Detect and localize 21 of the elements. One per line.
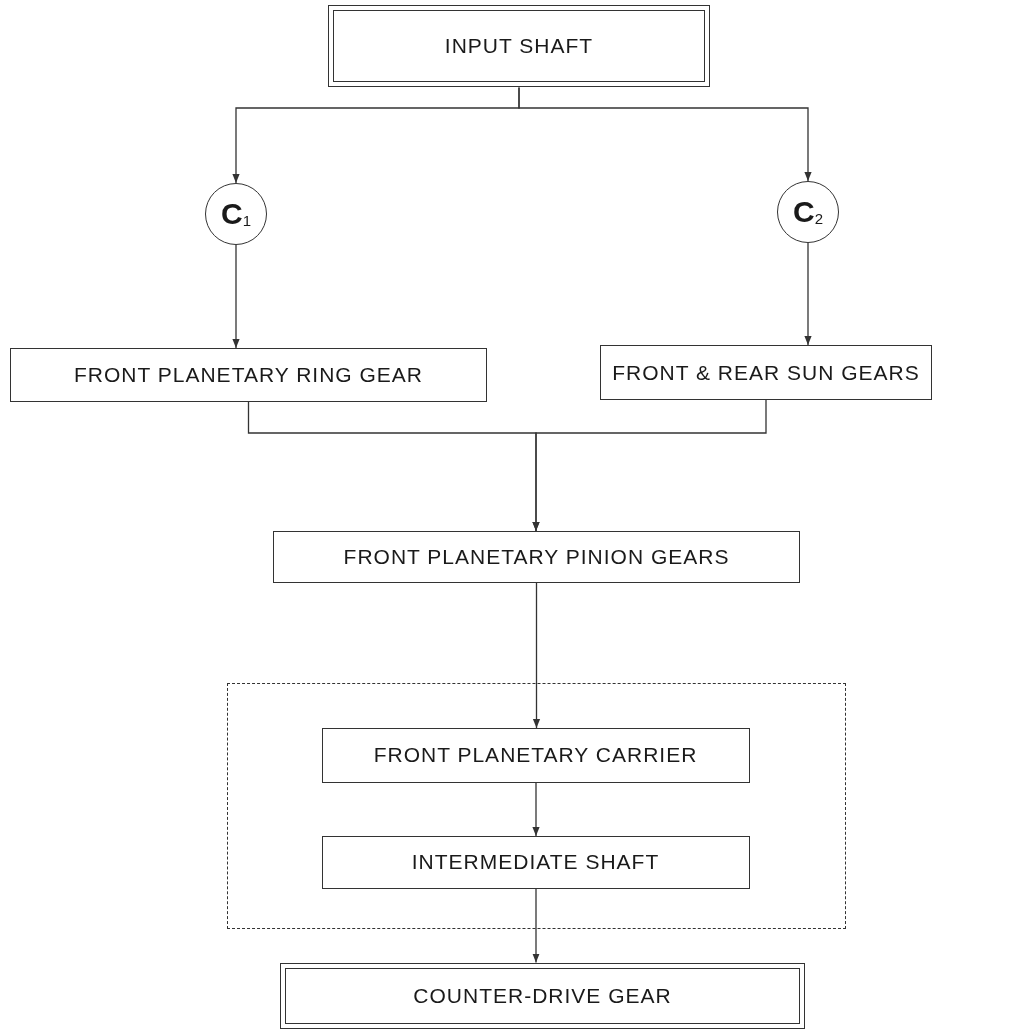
arrow [232,244,240,349]
process-box [600,345,932,400]
component-label: FRONT & REAR SUN GEARS [612,360,920,385]
process-box [321,835,750,889]
component-label: INTERMEDIATE SHAFT [411,850,660,874]
arrow [532,399,767,532]
arrow [532,582,541,729]
component-label: FRONT PLANETARY PINION GEARS [343,545,730,569]
process-box [10,348,487,402]
component-label: FRONT PLANETARY CARRIER [373,743,698,767]
process-box [321,727,750,783]
arrow [518,86,812,182]
component-label: COUNTER-DRIVE GEAR [413,984,672,1008]
component-label: INPUT SHAFT [444,34,594,58]
component-label: FRONT PLANETARY RING GEAR [74,363,423,387]
arrow [532,782,540,837]
arrow [804,242,812,346]
process-box [273,531,800,583]
clutch-label: C$_{1}$ [221,197,251,231]
dashed-group-frame [227,683,846,929]
clutch-label: C$_{2}$ [793,195,823,229]
